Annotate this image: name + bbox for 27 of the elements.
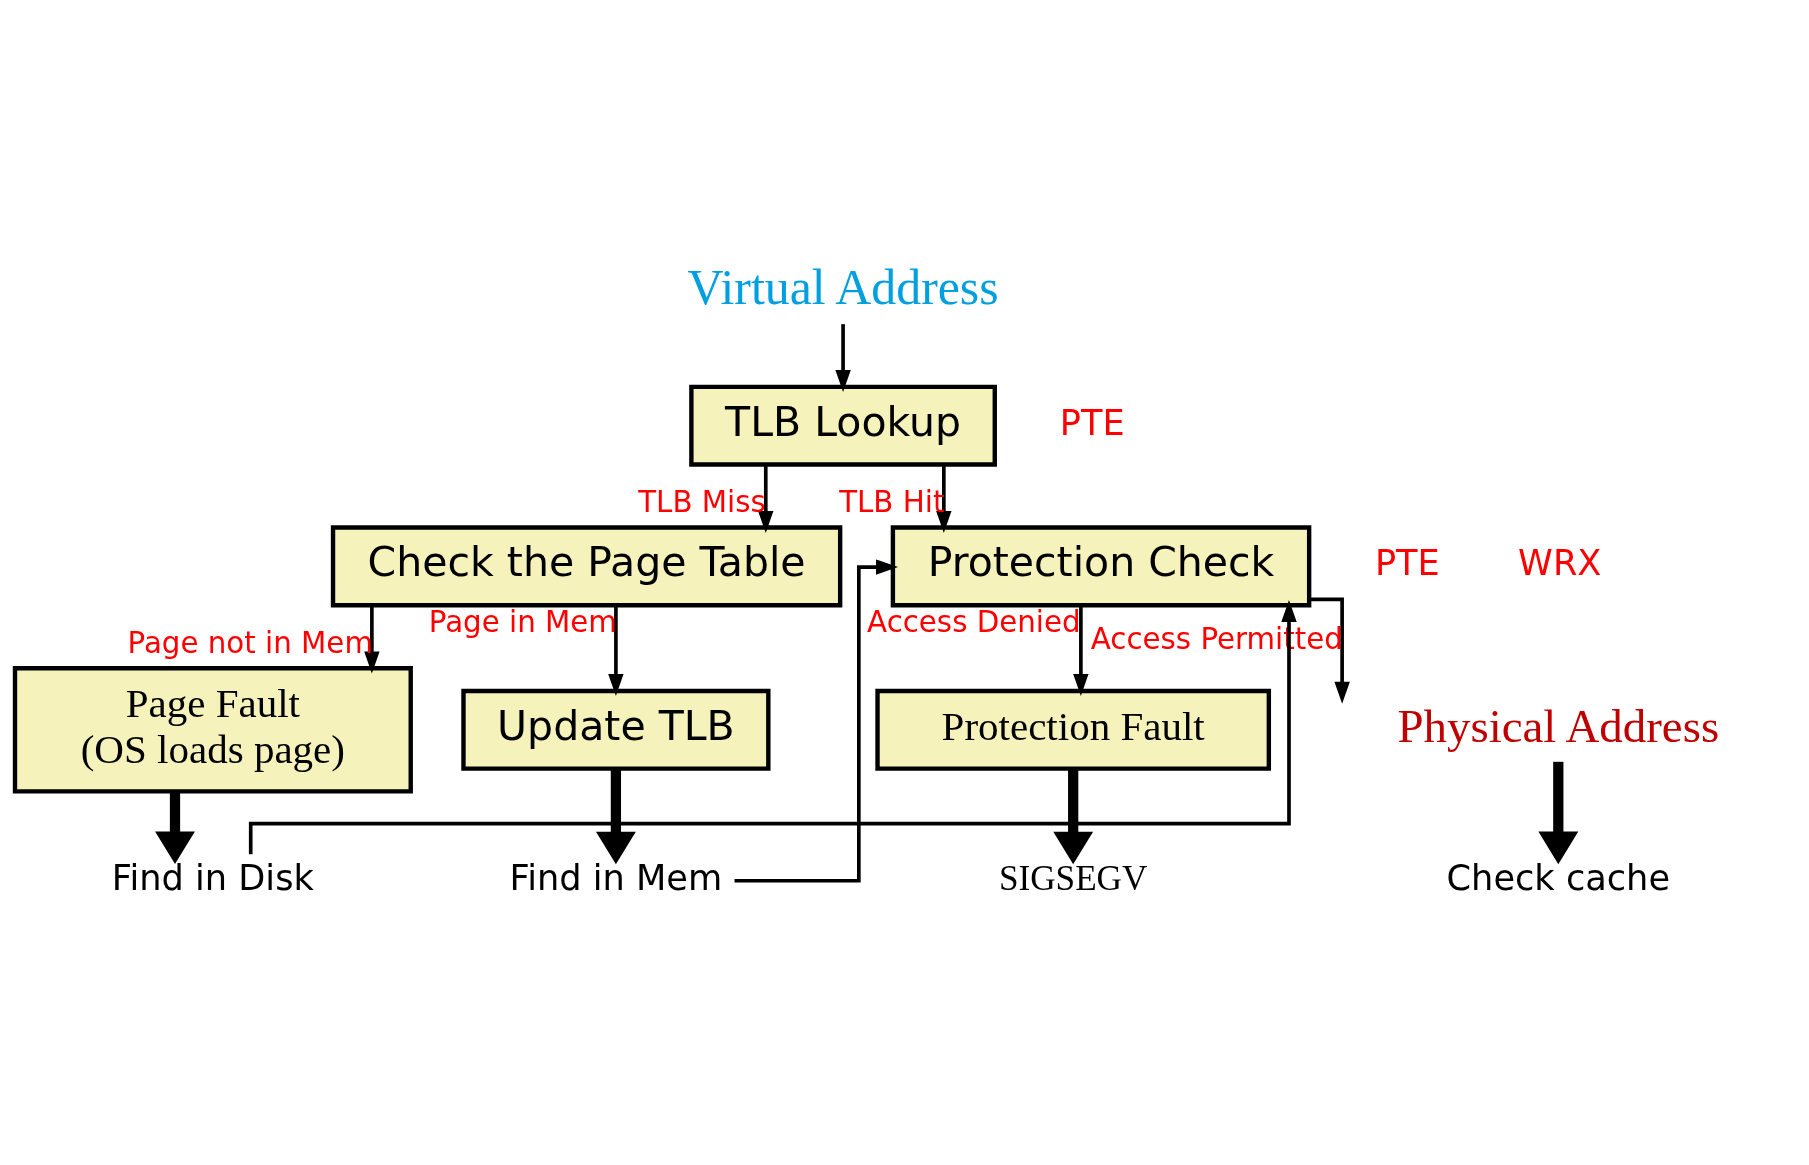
arrow: [595, 768, 636, 865]
node-box: TLB Lookup: [688, 384, 997, 467]
node-text: Virtual Address: [686, 259, 999, 315]
node-text: SIGSEGV: [998, 858, 1147, 898]
label: WRX: [1517, 542, 1601, 584]
arrow: [1072, 605, 1089, 696]
arrow: [154, 791, 195, 865]
node-box: Protection Fault: [874, 688, 1271, 771]
node-box: Page Fault (OS loads page): [12, 666, 413, 794]
arrow: [834, 324, 851, 393]
arrow: [935, 464, 952, 533]
node-text: Check cache: [1446, 856, 1670, 898]
arrow: [734, 559, 898, 883]
arrow: [757, 464, 773, 533]
arrow: [607, 605, 624, 696]
node-box: Check the Page Table: [330, 525, 842, 608]
label: PTE: [1374, 542, 1440, 584]
arrow: [1309, 597, 1350, 704]
arrow: [1537, 761, 1578, 865]
arrow: [363, 605, 380, 674]
label: PTE: [1059, 401, 1125, 443]
node-box: Update TLB: [460, 688, 771, 771]
node-box: Protection Check: [890, 525, 1311, 608]
arrow: [1052, 768, 1093, 865]
node-text: Physical Address: [1396, 699, 1719, 752]
node-text: Find in Disk: [111, 856, 314, 898]
node-text: Find in Mem: [509, 856, 722, 898]
